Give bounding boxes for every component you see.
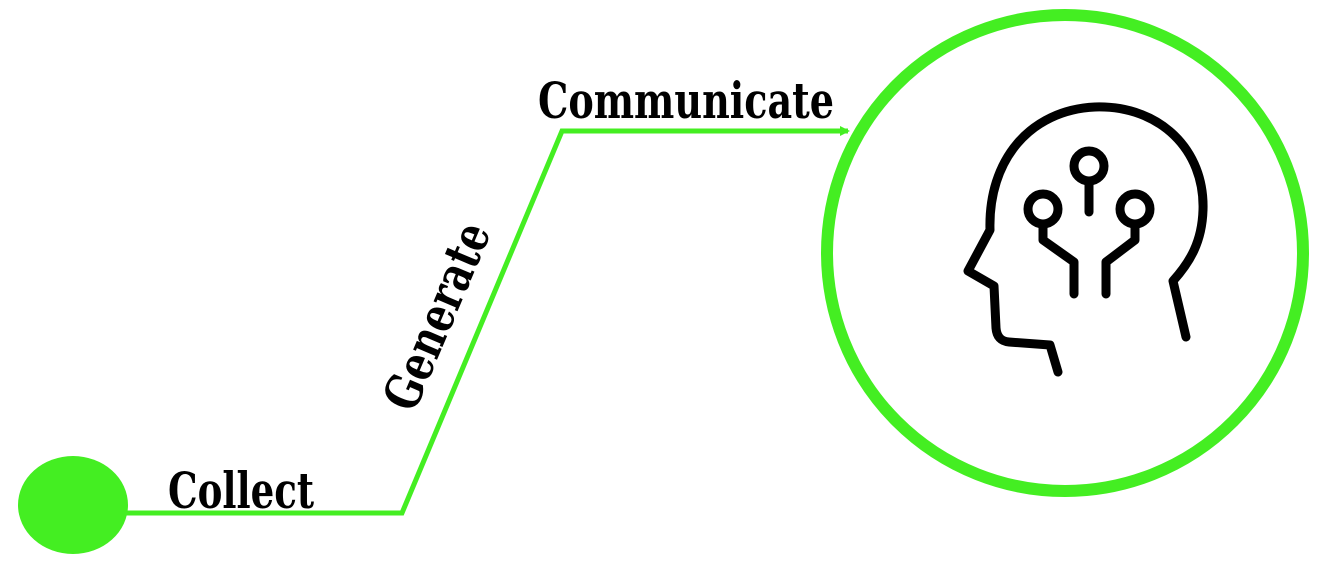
start-dot-icon xyxy=(18,456,128,554)
flow-path xyxy=(120,126,850,516)
step-label-communicate: Communicate xyxy=(538,71,834,130)
head-circuit-icon xyxy=(963,102,1208,377)
step-label-collect: Collect xyxy=(168,461,314,520)
